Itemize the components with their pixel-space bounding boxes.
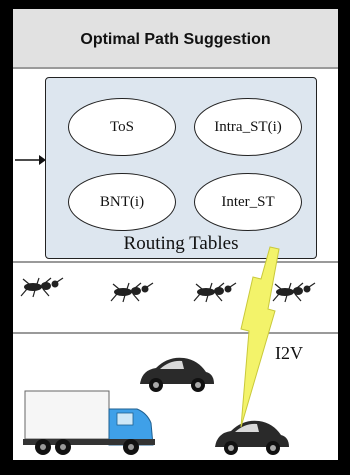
table-intra-st-oval: Intra_ST(i) (194, 98, 302, 156)
ant-icon (193, 282, 237, 303)
car-icon (140, 357, 214, 392)
table-inter-st-oval: Inter_ST (194, 173, 302, 231)
table-tos-oval: ToS (68, 98, 176, 156)
input-arrow-icon (15, 155, 46, 165)
truck-icon (23, 390, 155, 455)
scene-layer (13, 155, 338, 455)
routing-tables-box: ToS Intra_ST(i) BNT(i) Inter_ST Routing … (45, 77, 317, 259)
table-bnt-oval: BNT(i) (68, 173, 176, 231)
ant-icon (272, 282, 316, 303)
ant-icon (20, 277, 64, 298)
diagram-panel: Optimal Path Suggestion (13, 9, 338, 460)
car-icon (215, 420, 289, 455)
routing-tables-caption: Routing Tables (123, 233, 239, 254)
ant-icon (110, 282, 154, 303)
i2v-label: I2V (275, 343, 303, 363)
header-bar: Optimal Path Suggestion (13, 9, 338, 69)
header-title: Optimal Path Suggestion (80, 31, 271, 48)
